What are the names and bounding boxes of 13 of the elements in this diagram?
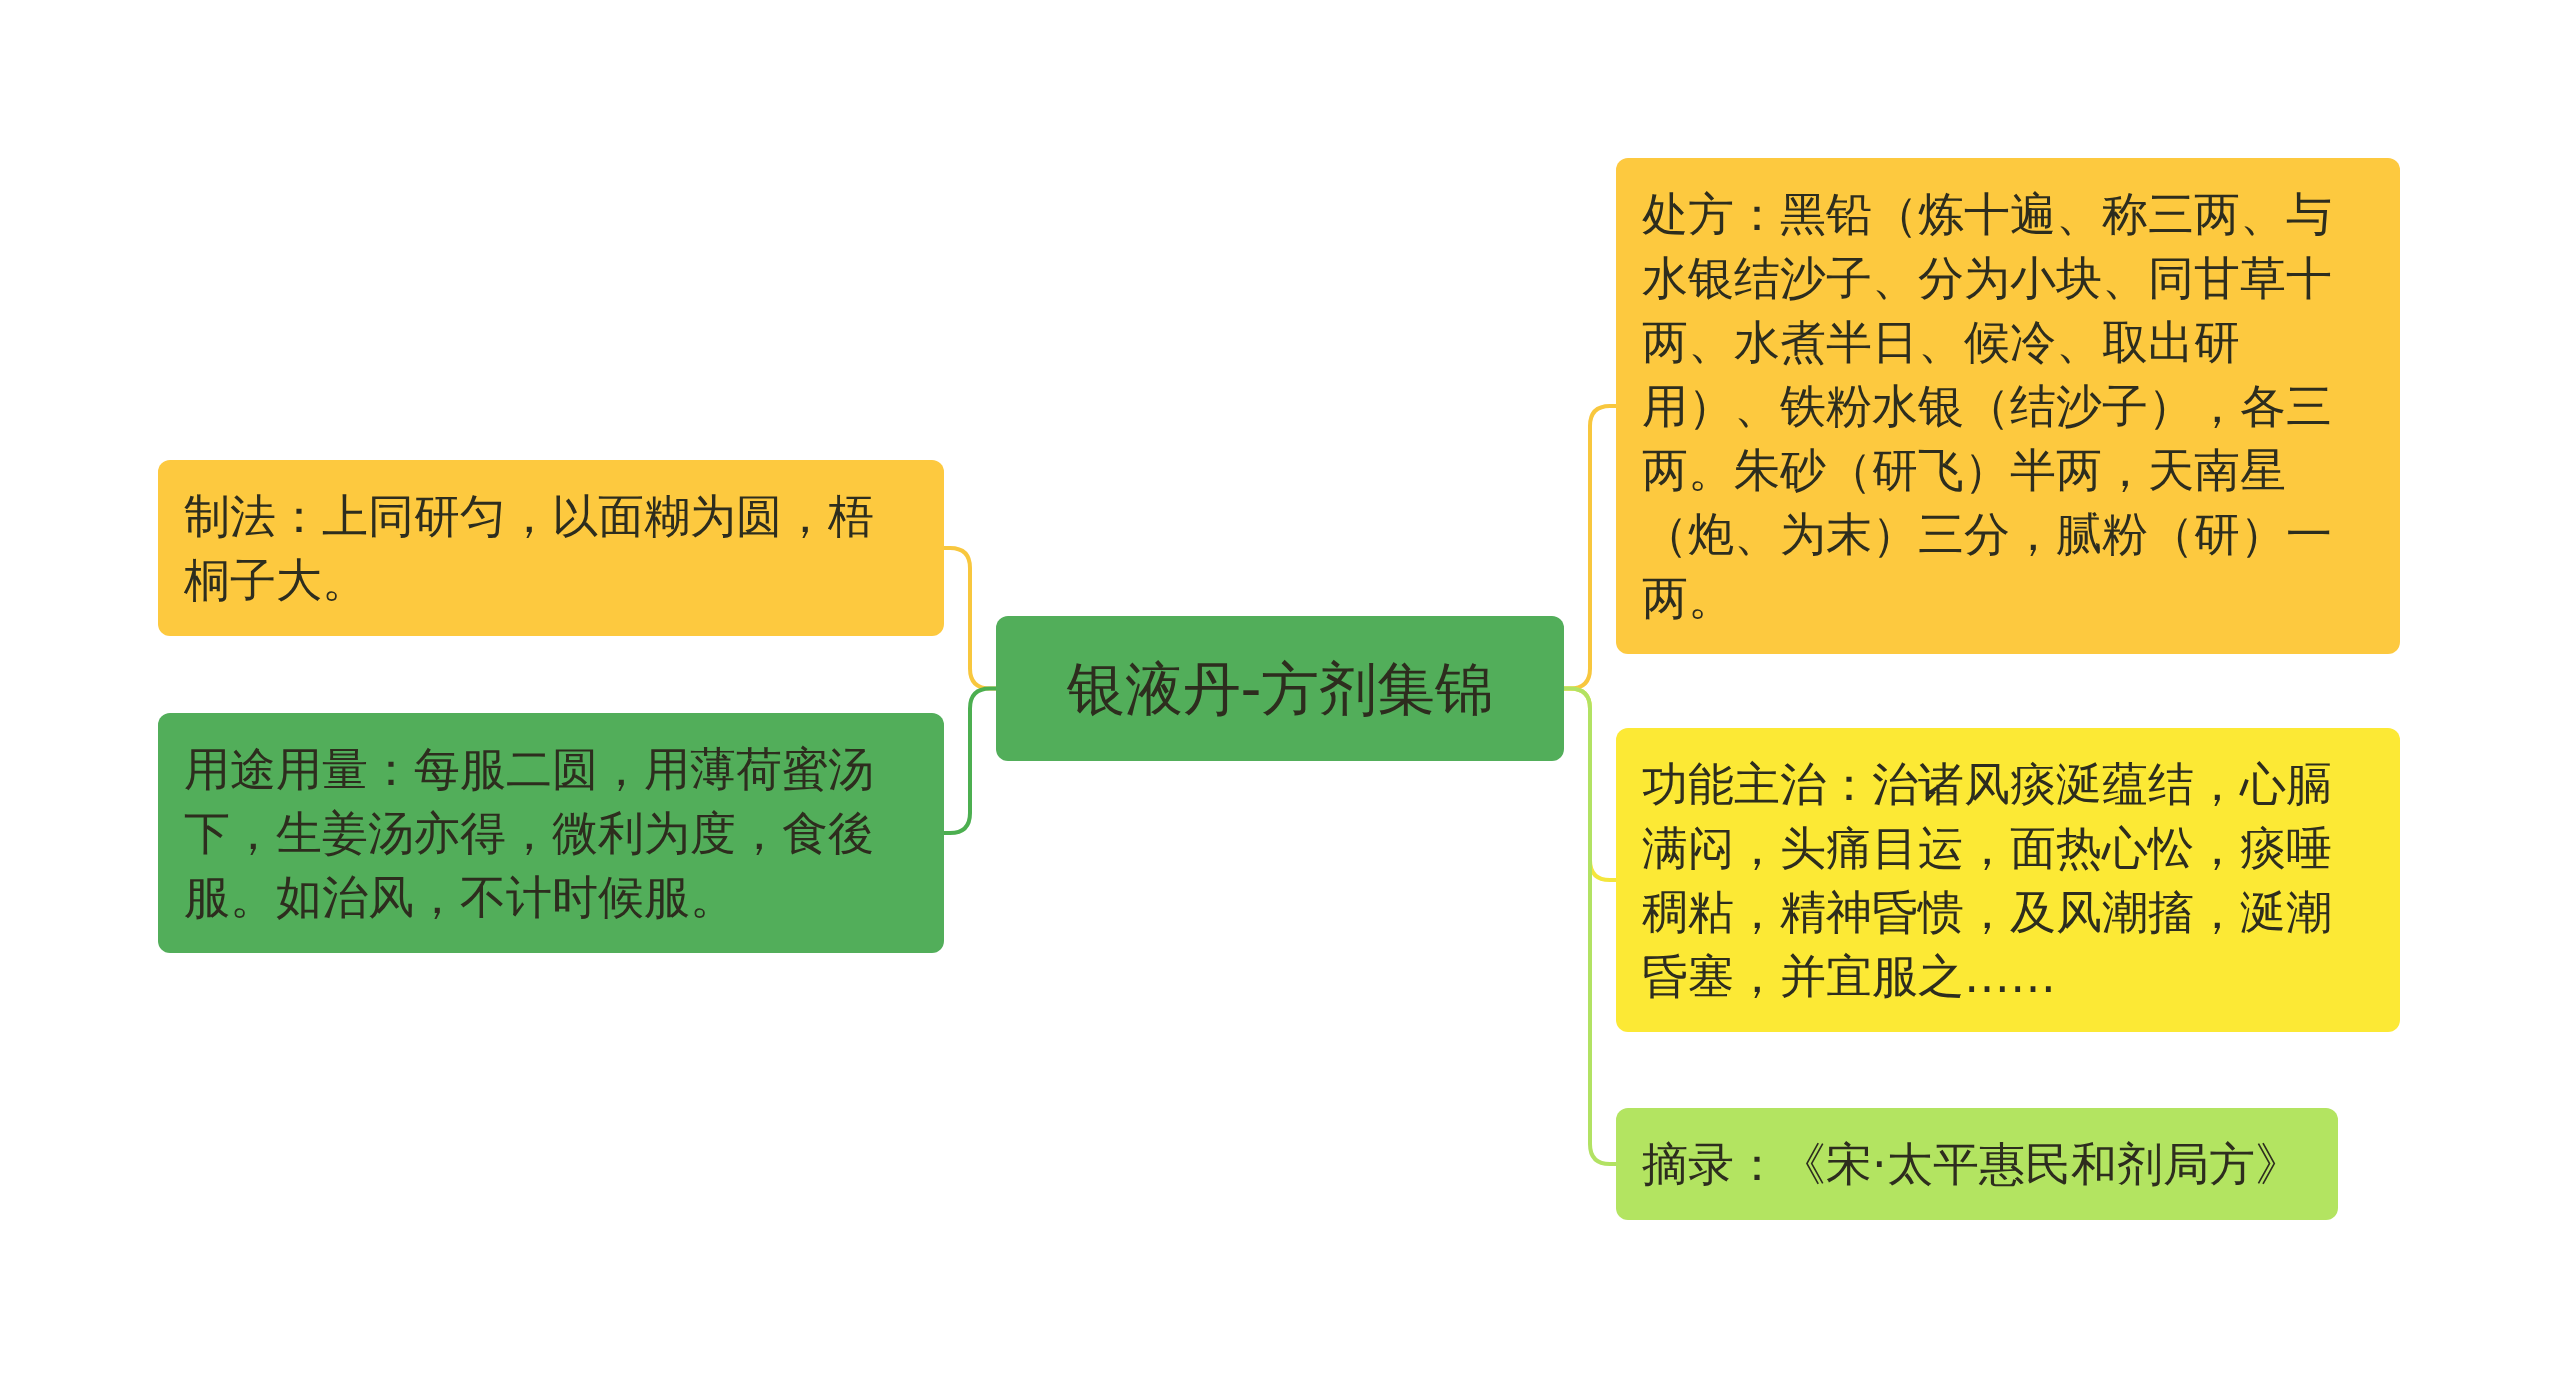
topic-box — [1616, 1108, 2338, 1220]
topic-text: 用途用量：每服二圆，用薄荷蜜汤下，生姜汤亦得，微利为度，食後服。如治风，不计时候服。 — [184, 742, 874, 924]
topic-title: 银液丹-方剂集锦 — [1066, 656, 1494, 721]
topic-text: 制法：上同研匀，以面糊为圆，梧桐子大。 — [184, 489, 874, 607]
central-topic — [996, 616, 1564, 761]
topic-text: 摘录：《宋·太平惠民和剂局方》 — [1642, 1137, 2301, 1191]
topic-text: 功能主治：治诸风痰涎蕴结，心膈满闷，头痛目运，面热心忪，痰唾稠粘，精神昏愦，及风潮搐，涎潮昏塞，并宜服之…… — [1642, 757, 2332, 1003]
connector-line — [944, 686, 996, 835]
topic-box — [158, 713, 944, 953]
topic-text: 处方：黑铅（炼十遍、称三两、与水银结沙子、分为小块、同甘草十两、水煮半日、候冷、取出研用）、铁粉水银（结沙子），各三两。朱砂（研飞）半两，天南星（炮、为末）三分，腻粉（研）一两。 — [1642, 187, 2332, 625]
topic-box — [1616, 158, 2400, 654]
topic-box — [1616, 728, 2400, 1032]
topic-box — [158, 460, 944, 636]
